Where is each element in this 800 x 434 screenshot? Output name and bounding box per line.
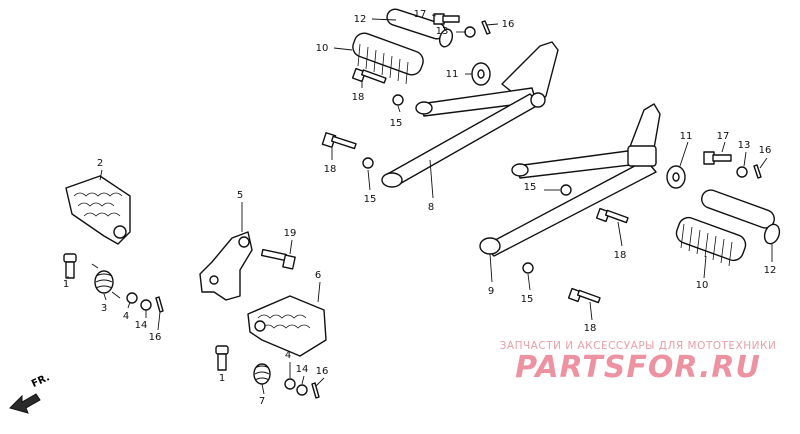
callout-5: 5 bbox=[237, 190, 243, 201]
footpeg-rubber-10-lower bbox=[675, 216, 747, 267]
callout-1: 1 bbox=[63, 279, 69, 290]
washer-11-lower bbox=[666, 165, 686, 189]
callout-15: 15 bbox=[524, 182, 537, 193]
callout-15: 15 bbox=[521, 294, 534, 305]
callout-8: 8 bbox=[428, 202, 434, 213]
callout-18: 18 bbox=[584, 323, 597, 334]
callout-13: 13 bbox=[738, 140, 751, 151]
washer-15-left bbox=[362, 157, 374, 169]
callout-1: 1 bbox=[219, 373, 225, 384]
washer-15-upper bbox=[392, 94, 404, 106]
callout-7: 7 bbox=[259, 396, 265, 407]
pin-1-left bbox=[63, 253, 77, 279]
callout-16: 16 bbox=[759, 145, 772, 156]
footpeg-rubber-10-upper bbox=[352, 32, 424, 85]
callout-11: 11 bbox=[446, 69, 459, 80]
callout-3: 3 bbox=[101, 303, 107, 314]
washer-11-upper bbox=[471, 62, 491, 86]
spring-3 bbox=[91, 263, 121, 299]
callout-12: 12 bbox=[354, 14, 367, 25]
callout-9: 9 bbox=[488, 286, 494, 297]
washer-15-lower bbox=[522, 262, 534, 274]
bolt-17-upper bbox=[433, 13, 460, 25]
pin-12-lower bbox=[701, 189, 781, 245]
callout-4: 4 bbox=[123, 311, 129, 322]
callout-17: 17 bbox=[717, 131, 730, 142]
watermark: ЗАПЧАСТИ И АКСЕССУАРЫ ДЛЯ МОТОТЕХНИКИ PA… bbox=[488, 340, 788, 384]
bolt-17-lower bbox=[703, 151, 732, 165]
spring-7 bbox=[253, 363, 271, 385]
callout-16: 16 bbox=[149, 332, 162, 343]
cotter-pin-16-left bbox=[155, 296, 164, 313]
bolt-18-upper bbox=[351, 67, 387, 84]
cotter-pin-16-upper bbox=[481, 20, 491, 35]
washer-13-upper bbox=[464, 26, 476, 38]
callout-12: 12 bbox=[764, 265, 777, 276]
callout-15: 15 bbox=[364, 194, 377, 205]
callout-18: 18 bbox=[352, 92, 365, 103]
footpeg-6 bbox=[247, 295, 327, 357]
callout-18: 18 bbox=[324, 164, 337, 175]
callout-16: 16 bbox=[316, 366, 329, 377]
washer-4-center bbox=[284, 378, 296, 390]
washer-14-center bbox=[296, 384, 308, 396]
washer-15-right bbox=[560, 184, 572, 196]
watermark-logo: PARTSFOR.RU bbox=[515, 350, 761, 385]
callout-16: 16 bbox=[502, 19, 515, 30]
callout-4: 4 bbox=[285, 350, 291, 361]
bolt-18-right bbox=[595, 207, 629, 224]
callout-11: 11 bbox=[680, 131, 693, 142]
washer-14-left bbox=[140, 299, 152, 311]
pin-12-upper bbox=[386, 8, 454, 48]
watermark-subtitle: ЗАПЧАСТИ И АКСЕССУАРЫ ДЛЯ МОТОТЕХНИКИ bbox=[499, 340, 777, 352]
washer-13-lower bbox=[736, 166, 748, 178]
callout-10: 10 bbox=[316, 43, 329, 54]
callout-6: 6 bbox=[315, 270, 321, 281]
bolt-18-lower bbox=[567, 287, 601, 304]
front-arrow-icon bbox=[9, 393, 41, 414]
cotter-pin-16-lower bbox=[753, 164, 762, 179]
step-stay-8 bbox=[381, 41, 559, 188]
callout-14: 14 bbox=[296, 364, 309, 375]
callout-15: 15 bbox=[390, 118, 403, 129]
callout-2: 2 bbox=[97, 158, 103, 169]
callout-10: 10 bbox=[696, 280, 709, 291]
leader-lines bbox=[67, 14, 773, 395]
pin-1-center bbox=[215, 345, 229, 371]
callout-18: 18 bbox=[614, 250, 627, 261]
step-stay-9 bbox=[479, 103, 661, 257]
bracket-5 bbox=[199, 231, 253, 301]
bolt-18-left bbox=[321, 132, 357, 150]
footpeg-2 bbox=[65, 175, 131, 245]
callout-14: 14 bbox=[135, 320, 148, 331]
washer-4-left bbox=[126, 292, 138, 304]
callout-13: 13 bbox=[436, 26, 449, 37]
cotter-pin-16-center bbox=[311, 382, 320, 399]
bolt-19 bbox=[260, 248, 296, 270]
callout-17: 17 bbox=[414, 9, 427, 20]
callout-19: 19 bbox=[284, 228, 297, 239]
